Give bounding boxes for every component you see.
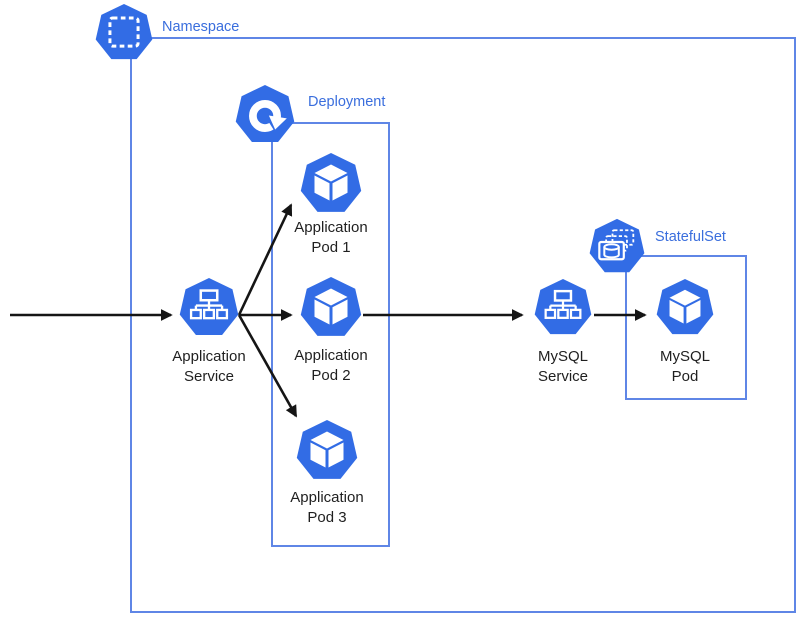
mysql-service-icon: [533, 278, 593, 338]
mysql-pod-icon: [655, 278, 715, 338]
application-pod-3-label: Application Pod 3: [290, 489, 364, 526]
mysql-pod-label: MySQL Pod: [659, 348, 710, 385]
namespace-icon: [94, 3, 154, 63]
statefulset-icon: [588, 218, 646, 276]
application-service-icon: [178, 277, 240, 339]
application-pod-1-label: Application Pod 1: [294, 219, 368, 256]
mysql-service-label: MySQL Service: [537, 348, 589, 385]
deployment-box: [271, 122, 390, 547]
edge-application-service-to-pod-3: [237, 314, 298, 418]
application-pod-2-label: Application Pod 2: [294, 347, 368, 384]
deployment-icon: [234, 84, 296, 146]
application-pod-3-icon: [295, 419, 359, 483]
deployment-label: Deployment: [308, 94, 386, 110]
application-pod-2-icon: [299, 276, 363, 340]
namespace-box: [130, 37, 796, 613]
statefulset-label: StatefulSet: [655, 229, 726, 245]
application-service-label: Application Service: [172, 348, 246, 385]
statefulset-box: [625, 255, 747, 400]
edge-application-service-to-pod-1: [237, 203, 293, 316]
namespace-label: Namespace: [162, 19, 240, 35]
application-pod-1-icon: [299, 152, 363, 216]
